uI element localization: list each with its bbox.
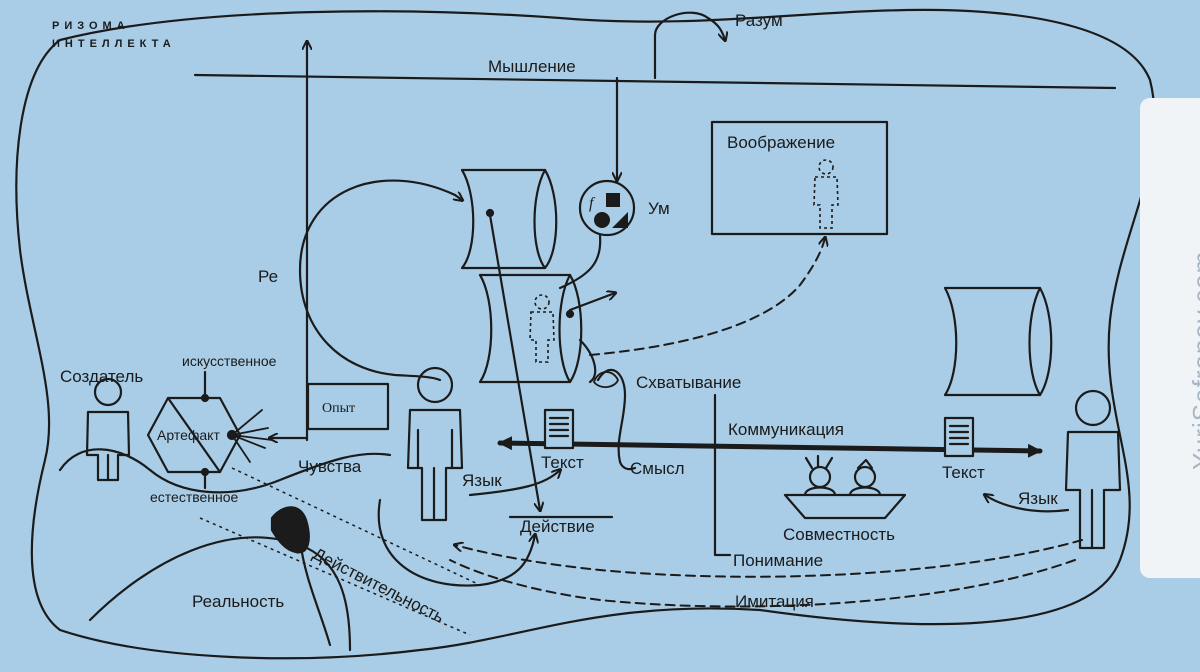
brand-line-1: РИЗОМА [52, 20, 130, 32]
label-kommunikatsiya: Коммуникация [728, 420, 845, 439]
label-opyt: Опыт [322, 401, 356, 416]
svg-text:f: f [589, 195, 596, 212]
label-imitatsiya: Имитация [735, 592, 814, 611]
label-voobrazhenie: Воображение [727, 133, 836, 152]
label-yazyk-right: Язык [1018, 489, 1058, 508]
label-artefakt: Артефакт [157, 427, 220, 443]
label-smysl: Смысл [630, 459, 685, 478]
label-tekst-right: Текст [942, 463, 985, 482]
label-myshlenie: Мышление [488, 57, 576, 76]
watermark-panel [1140, 98, 1200, 578]
label-deystvie: Действие [520, 517, 595, 536]
label-re: Ре [258, 267, 279, 286]
label-estestvennoe: естественное [150, 489, 239, 505]
brand-line-2: ИНТЕЛЛЕКТА [52, 38, 176, 50]
label-realnost: Реальность [192, 592, 285, 611]
label-um: Ум [648, 199, 670, 218]
label-yazyk-left: Язык [462, 471, 502, 490]
label-skhvatyvanie: Схватывание [636, 373, 742, 392]
label-razum: Разум [735, 11, 783, 30]
label-iskusstvennoe: искусственное [182, 353, 277, 369]
label-ponimanie: Понимание [733, 551, 824, 570]
label-chuvstva: Чувства [298, 457, 362, 476]
watermark-text: YuriSafronov.com [1187, 250, 1200, 470]
label-tekst-left: Текст [541, 453, 584, 472]
label-sovmestnost: Совместность [783, 525, 895, 544]
rhizome-boundary [15, 8, 1156, 660]
label-sozdatel: Создатель [60, 367, 144, 386]
